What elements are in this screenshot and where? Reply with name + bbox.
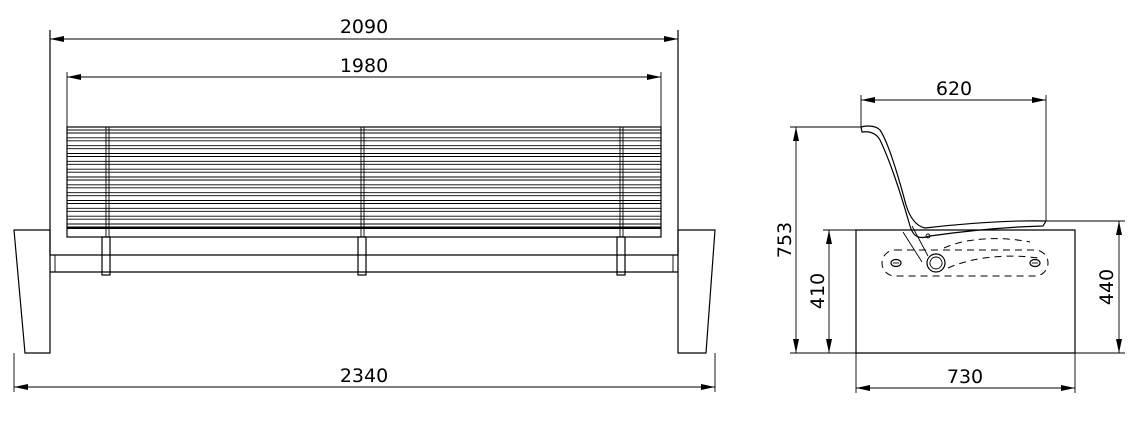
dimension-label-1980: 1980	[340, 55, 388, 77]
dimension-label-2090: 2090	[340, 16, 388, 38]
left-support-block	[13, 229, 51, 354]
dimension-753: 753	[774, 126, 861, 354]
front-view: 2090 1980 2340	[13, 16, 716, 392]
side-view: 620 753 410 440	[774, 78, 1125, 393]
dimension-label-753: 753	[774, 222, 796, 258]
tube-end-caps	[54, 255, 674, 272]
side-seat-dashed-frame	[943, 238, 1039, 269]
side-mount-plate	[881, 249, 1049, 277]
side-frame-profile	[860, 125, 1048, 239]
frame-pivot-dot	[925, 233, 931, 239]
dimension-440: 440	[1046, 220, 1125, 354]
mount-bolt-left	[890, 258, 902, 268]
backrest-vertical-supports	[105, 127, 624, 237]
seat-legs	[101, 236, 626, 276]
right-support-block	[677, 229, 716, 354]
dimension-2090: 2090	[50, 16, 678, 42]
dimension-410: 410	[807, 229, 856, 353]
dimension-label-410: 410	[807, 273, 829, 309]
dimension-730: 730	[855, 353, 1076, 393]
dimension-label-730: 730	[947, 366, 983, 388]
side-tube-section	[926, 253, 946, 273]
dimension-620: 620	[860, 78, 1047, 221]
dimension-label-440: 440	[1096, 269, 1118, 305]
side-base-block	[855, 229, 1076, 354]
dimension-1980: 1980	[66, 55, 662, 127]
dimension-label-620: 620	[936, 78, 972, 100]
side-tube-inner	[929, 256, 943, 270]
side-leg	[902, 225, 929, 263]
dimension-2340: 2340	[13, 353, 716, 392]
dimension-label-2340: 2340	[340, 365, 388, 387]
mount-bolt-right	[1029, 258, 1041, 268]
